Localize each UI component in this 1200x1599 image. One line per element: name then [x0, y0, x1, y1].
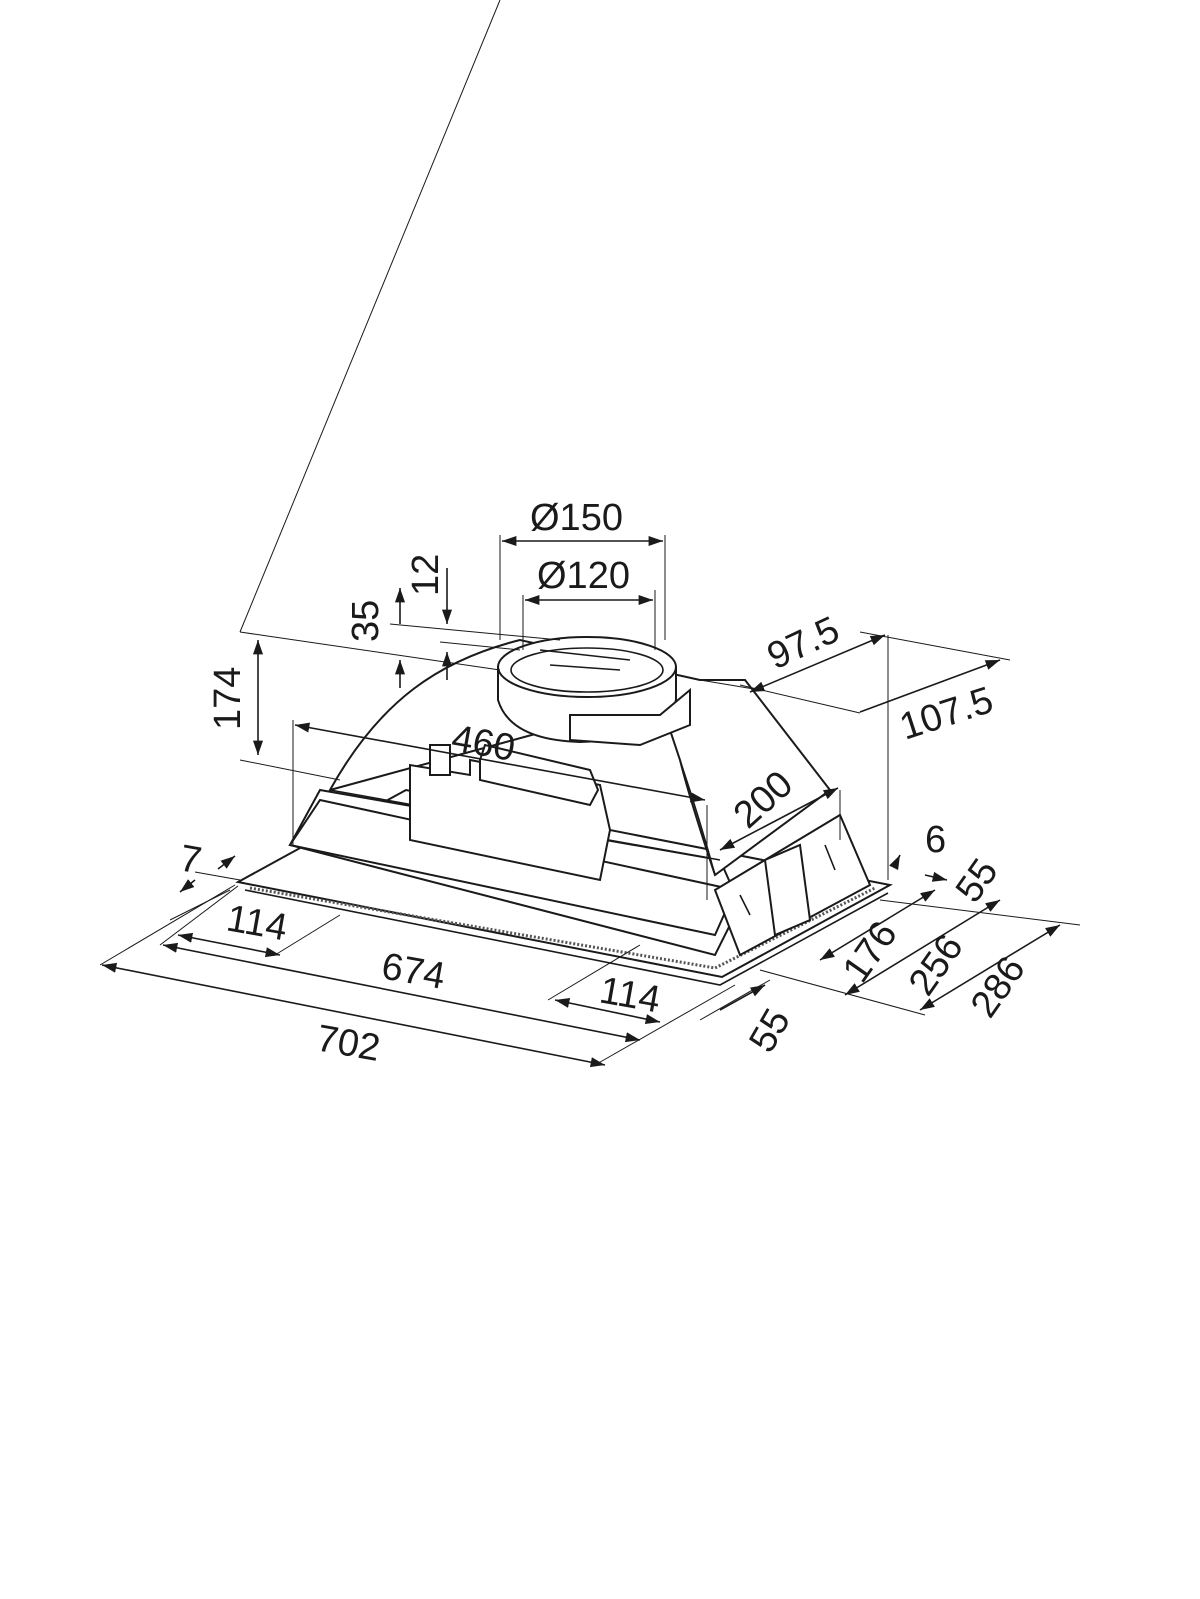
dimension-lines [99, 0, 1081, 1068]
dim-duct-outer: Ø150 [530, 497, 623, 539]
dim-174: 174 [207, 667, 249, 730]
dim-6: 6 [925, 819, 946, 861]
dim-286: 286 [963, 949, 1034, 1025]
dim-107-5: 107.5 [895, 679, 998, 748]
dim-7: 7 [176, 838, 204, 883]
dim-duct-inner: Ø120 [537, 555, 630, 597]
dim-176: 176 [835, 914, 906, 990]
dim-35: 35 [345, 600, 387, 642]
dim-55-bottom: 55 [741, 1002, 799, 1060]
dim-114-left: 114 [223, 898, 290, 950]
dim-97-5: 97.5 [761, 609, 846, 678]
hood-illustration [235, 636, 893, 986]
dim-12: 12 [405, 554, 447, 596]
dimension-labels: Ø150 Ø120 12 35 174 460 200 97.5 107.5 7… [176, 497, 1033, 1070]
dim-702: 702 [313, 1018, 383, 1070]
duct-spigot [497, 636, 691, 747]
dim-114-right: 114 [596, 970, 663, 1022]
dim-256: 256 [901, 927, 972, 1003]
